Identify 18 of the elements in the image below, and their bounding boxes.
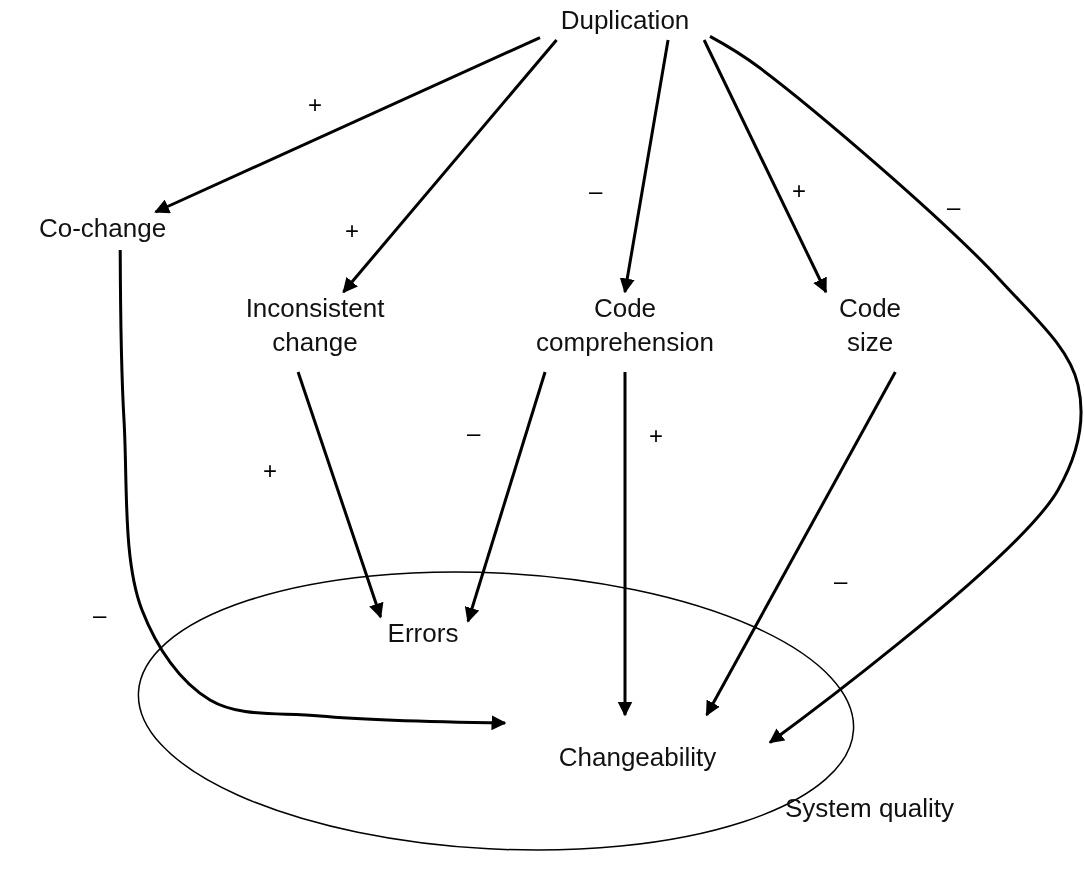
arrow bbox=[709, 35, 1083, 744]
node-label: Code comprehension bbox=[520, 292, 730, 372]
arrow bbox=[702, 39, 828, 294]
arrow bbox=[296, 371, 384, 619]
group-label: System quality bbox=[785, 792, 955, 825]
node-label: Code size bbox=[820, 292, 920, 372]
node-label: Inconsistent change bbox=[215, 292, 415, 372]
arrow bbox=[619, 39, 670, 294]
node-label: Errors bbox=[378, 617, 468, 653]
arrow bbox=[118, 250, 507, 731]
arrow bbox=[342, 39, 558, 294]
arrow bbox=[154, 36, 541, 214]
arrow bbox=[617, 372, 633, 717]
arrow bbox=[705, 371, 897, 717]
arrow bbox=[464, 371, 547, 623]
node-label: Changeability bbox=[505, 715, 770, 775]
node-label: Co-change bbox=[10, 212, 195, 250]
node-label: Duplication bbox=[540, 4, 710, 40]
